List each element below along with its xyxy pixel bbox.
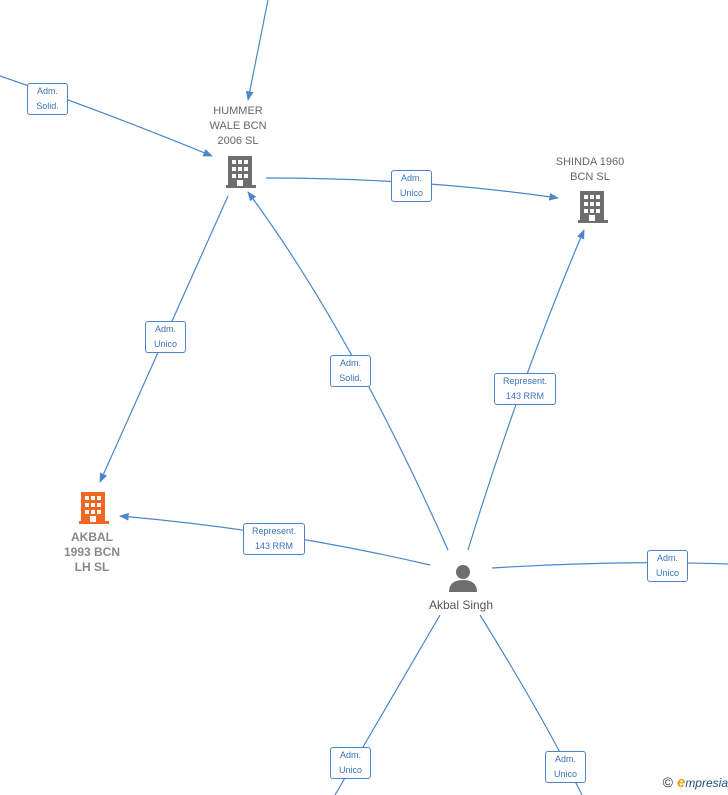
edge-singh-to-hummer [247, 191, 449, 551]
edge-label-singh-shinda: Represent. 143 RRM [494, 373, 556, 405]
edge-label-singh-right: Adm. Unico [647, 550, 688, 582]
edge-label-topleft-hummer: Adm. Solid. [27, 83, 68, 115]
node-label-akbal-sl[interactable]: AKBAL 1993 BCN LH SL [63, 530, 121, 574]
brand-logo: ©empresia [663, 774, 728, 791]
node-label-hummer[interactable]: HUMMER WALE BCN 2006 SL [209, 105, 267, 147]
edge-label-hummer-shinda: Adm. Unico [391, 170, 432, 202]
edge-label-singh-bottomleft: Adm. Unico [330, 747, 371, 779]
node-label-shinda[interactable]: SHINDA 1960 BCN SL [555, 156, 625, 183]
person-icon[interactable] [449, 565, 477, 592]
edge-label-hummer-akbal: Adm. Unico [145, 321, 186, 353]
edge-topleft-to-hummer [0, 75, 213, 157]
edge-top-to-hummer [245, 0, 269, 101]
shinda-building-icon[interactable] [578, 191, 608, 223]
copyright-symbol: © [662, 774, 673, 790]
node-label-akbal-singh[interactable]: Akbal Singh [428, 598, 494, 612]
brand-name: mpresia [685, 776, 728, 790]
brand-initial: e [676, 774, 686, 791]
edge-label-singh-akbal: Represent. 143 RRM [243, 523, 305, 555]
edge-singh-to-right [491, 562, 728, 569]
akbal-building-icon[interactable] [79, 492, 109, 524]
edge-label-singh-bottomright: Adm. Unico [545, 751, 586, 783]
edge-label-singh-hummer: Adm. Solid. [330, 355, 371, 387]
hummer-building-icon[interactable] [226, 156, 256, 188]
